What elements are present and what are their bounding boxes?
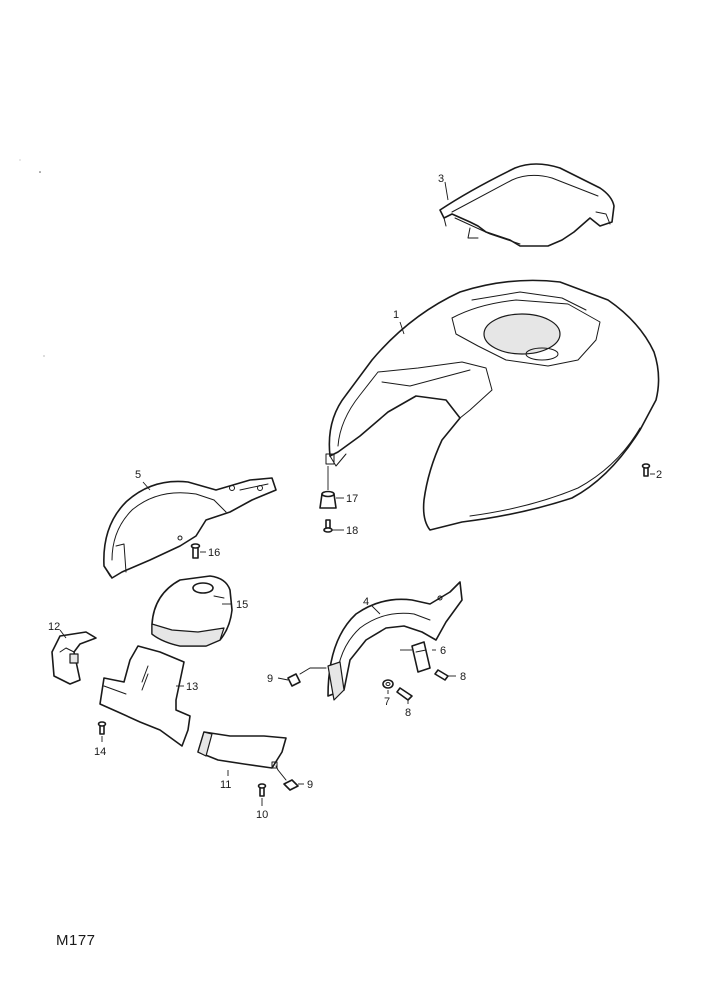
callout-9-upper: 9 (267, 673, 273, 685)
part-14-screw (97, 721, 107, 735)
callout-5: 5 (135, 469, 141, 481)
callout-8-lower: 8 (405, 707, 411, 719)
part-6-bracket-plate (411, 641, 431, 673)
part-4-front-mudguard (327, 581, 463, 701)
part-1-bonnet-shell (325, 279, 660, 531)
callout-3: 3 (438, 173, 444, 185)
part-15-fuel-tank (151, 575, 233, 647)
callout-17: 17 (346, 493, 358, 505)
callout-1: 1 (393, 309, 399, 321)
callout-9-lower: 9 (307, 779, 313, 791)
part-12-bracket (51, 631, 97, 685)
part-3-cover-lid (439, 163, 615, 247)
part-2-screw (641, 463, 651, 477)
callout-10: 10 (256, 809, 268, 821)
callout-7: 7 (384, 696, 390, 708)
callout-15: 15 (236, 599, 248, 611)
callout-14: 14 (94, 746, 106, 758)
part-8-bolt-right (434, 669, 449, 681)
callout-18: 18 (346, 525, 358, 537)
part-18-screw (323, 519, 333, 533)
part-9-clip-lower (283, 779, 299, 791)
callout-labels: 1 2 3 4 5 6 7 8 8 9 9 10 11 12 13 14 15 … (48, 173, 662, 821)
callout-2: 2 (656, 469, 662, 481)
leader-lines (59, 181, 655, 806)
figure-code: M177 (56, 932, 96, 949)
callout-8-right: 8 (460, 671, 466, 683)
scan-specks (19, 159, 45, 357)
part-5-rear-mudguard (103, 477, 277, 579)
part-11-step-panel (197, 731, 287, 769)
callout-11: 11 (220, 779, 231, 791)
part-10-screw (257, 765, 287, 797)
part-16-bolt (190, 543, 201, 559)
callout-13: 13 (186, 681, 198, 693)
callout-6: 6 (440, 645, 446, 657)
callout-12: 12 (48, 621, 60, 633)
part-8-bolt-lower (396, 687, 413, 701)
callout-4: 4 (363, 596, 369, 608)
part-13-centre-panel (99, 645, 191, 747)
part-7-washer (382, 679, 394, 689)
callout-16: 16 (208, 547, 220, 559)
part-17-rubber-buffer (319, 490, 337, 509)
part-9-clip-upper (287, 667, 327, 687)
